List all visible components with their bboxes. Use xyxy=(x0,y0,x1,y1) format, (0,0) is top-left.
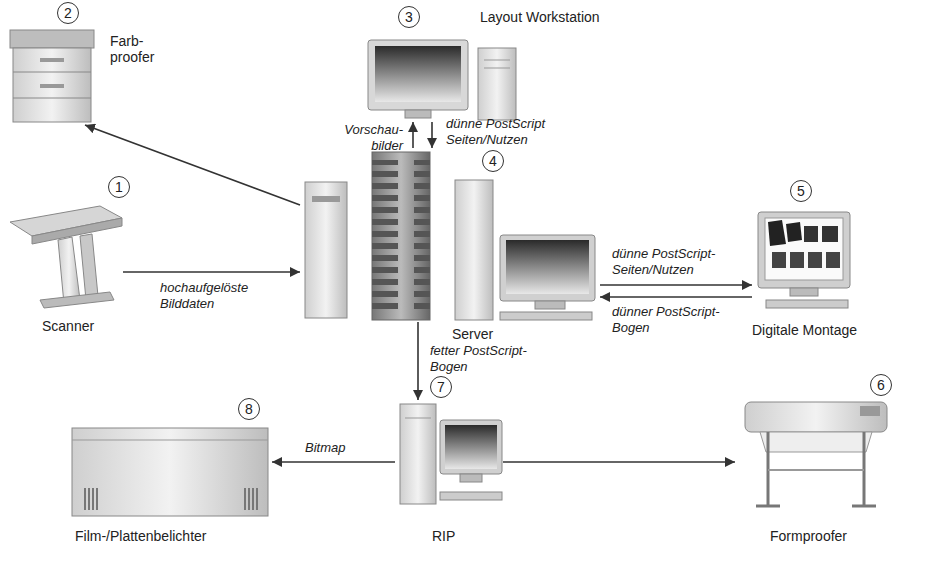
device-node: 7RIP xyxy=(395,400,503,508)
flow-label: hochaufgelöste Bilddaten xyxy=(160,280,270,312)
imposition-workstation xyxy=(758,212,850,308)
callout-number: 7 xyxy=(430,376,452,398)
device-node: 4Server xyxy=(300,148,600,322)
server-group xyxy=(305,152,595,320)
flow-label: Vorschau- bilder xyxy=(335,122,403,154)
flow-label: fetter PostScript- Bogen xyxy=(430,343,550,375)
device-name: RIP xyxy=(432,528,492,544)
callout-number: 8 xyxy=(238,398,260,420)
callout-number: 3 xyxy=(398,6,420,28)
device-node: 5Digitale Montage xyxy=(752,208,860,312)
flow-label: dünner PostScript- Bogen xyxy=(612,304,742,336)
flow-arrow xyxy=(272,461,395,463)
callout-number: 6 xyxy=(870,374,892,396)
device-node: 6Formproofer xyxy=(735,398,890,512)
imagesetter xyxy=(72,428,268,516)
flow-arrow xyxy=(123,271,300,273)
flow-arrow xyxy=(417,322,419,400)
device-name: Film-/Plattenbelichter xyxy=(75,528,275,544)
device-node: 8Film-/Plattenbelichter xyxy=(68,422,272,522)
flow-arrow xyxy=(600,296,752,298)
device-name: Farb- proofer xyxy=(110,33,165,65)
flow-label: dünne PostScript Seiten/Nutzen xyxy=(446,116,576,148)
scanner xyxy=(10,206,122,308)
callout-number: 1 xyxy=(108,176,130,198)
layout-workstation xyxy=(368,40,516,120)
flow-label: dünne PostScript- Seiten/Nutzen xyxy=(612,246,742,278)
callout-number: 2 xyxy=(57,2,79,24)
color-proofer xyxy=(10,30,94,122)
device-name: Scanner xyxy=(42,318,142,334)
callout-number: 5 xyxy=(790,180,812,202)
device-name: Digitale Montage xyxy=(752,322,902,338)
flow-arrow xyxy=(431,122,433,148)
callout-number: 4 xyxy=(482,150,504,172)
device-name: Server xyxy=(452,326,532,342)
device-node: 3Layout Workstation xyxy=(366,36,518,122)
flow-arrow xyxy=(85,125,300,205)
device-node: 2Farb- proofer xyxy=(8,28,98,125)
device-name: Formproofer xyxy=(770,528,920,544)
flow-arrow xyxy=(600,284,752,286)
flow-arrow xyxy=(412,122,414,148)
plotter-proofer xyxy=(745,402,887,506)
device-node: 1Scanner xyxy=(5,200,123,312)
flow-arrow xyxy=(503,461,735,463)
device-name: Layout Workstation xyxy=(480,9,640,25)
flow-label: Bitmap xyxy=(305,440,375,456)
rip-workstation xyxy=(400,404,502,504)
